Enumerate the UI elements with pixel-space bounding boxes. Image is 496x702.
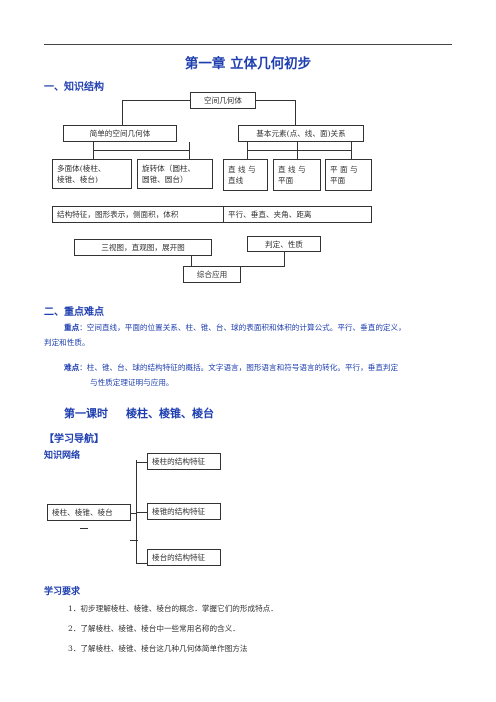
requirement-item-3: 3．了解棱柱、棱锥、棱台这几种几何体简单作图方法 xyxy=(68,644,248,653)
network-item-pyramid: 棱锥的结构特征 xyxy=(147,503,221,520)
requirements-heading: 学习要求 xyxy=(44,587,81,597)
network-item-prism: 棱柱的结构特征 xyxy=(147,453,221,470)
node-root: 空间几何体 xyxy=(190,92,256,109)
node-line-plane: 直 线 与平面 xyxy=(273,159,321,191)
node-basic-elements: 基本元素(点、线、面)关系 xyxy=(238,125,364,142)
top-rule xyxy=(44,44,452,45)
node-applications: 综合应用 xyxy=(183,266,241,283)
node-polyhedra: 多面体(棱柱、棱锥、棱台) xyxy=(52,159,132,189)
node-views: 三视图，直观图，展开图 xyxy=(74,239,212,256)
difficult-points-paragraph: 难点：柱、锥、台、球的结构特征的概括。文字语言，图形语言和符号语言的转化。平行，… xyxy=(44,360,454,390)
node-judgement: 判定、性质 xyxy=(247,236,321,252)
guide-heading: 【学习导航】 xyxy=(44,434,104,445)
network-item-frustum: 棱台的结构特征 xyxy=(147,549,221,566)
section1-heading: 一、知识结构 xyxy=(44,82,104,93)
node-plane-plane: 平 面 与平面 xyxy=(325,159,372,191)
requirement-item-2: 2．了解棱柱、棱锥、棱台中一些常用名称的含义． xyxy=(68,624,240,633)
section2-heading: 二、重点难点 xyxy=(44,307,104,318)
node-line-line: 直 线 与直线 xyxy=(223,159,268,191)
node-features: 结构特征，图形表示，侧面积，体积 xyxy=(52,206,230,223)
node-rotational: 旋转体（圆柱、圆锥、圆台） xyxy=(137,159,213,189)
difficult-label: 难点 xyxy=(64,363,80,372)
lesson-title: 第一课时棱柱、棱锥、棱台 xyxy=(64,407,214,420)
node-simple-solids: 简单的空间几何体 xyxy=(63,125,177,142)
key-text-cont: 判定和性质。 xyxy=(44,338,90,347)
difficult-text-cont: 与性质定理证明与应用。 xyxy=(90,378,174,387)
key-points-paragraph: 重点：空间直线，平面的位置关系、柱、锥、台、球的表面积和体积的计算公式。平行、垂… xyxy=(44,320,454,350)
chapter-title: 第一章 立体几何初步 xyxy=(184,56,312,72)
key-label: 重点 xyxy=(64,323,80,332)
difficult-text: ：柱、锥、台、球的结构特征的概括。文字语言，图形语言和符号语言的转化。平行，垂直… xyxy=(79,363,399,372)
knowledge-network-label: 知识网络 xyxy=(44,451,81,461)
requirement-item-1: 1．初步理解棱柱、棱锥、棱台的概念．掌握它们的形成特点． xyxy=(68,604,278,613)
key-text: ：空间直线，平面的位置关系、柱、锥、台、球的表面积和体积的计算公式。平行、垂直的… xyxy=(79,323,406,332)
network-source-box: 棱柱、棱锥、棱台 xyxy=(47,504,131,521)
node-relations: 平行、垂直、夹角、距离 xyxy=(223,206,372,223)
